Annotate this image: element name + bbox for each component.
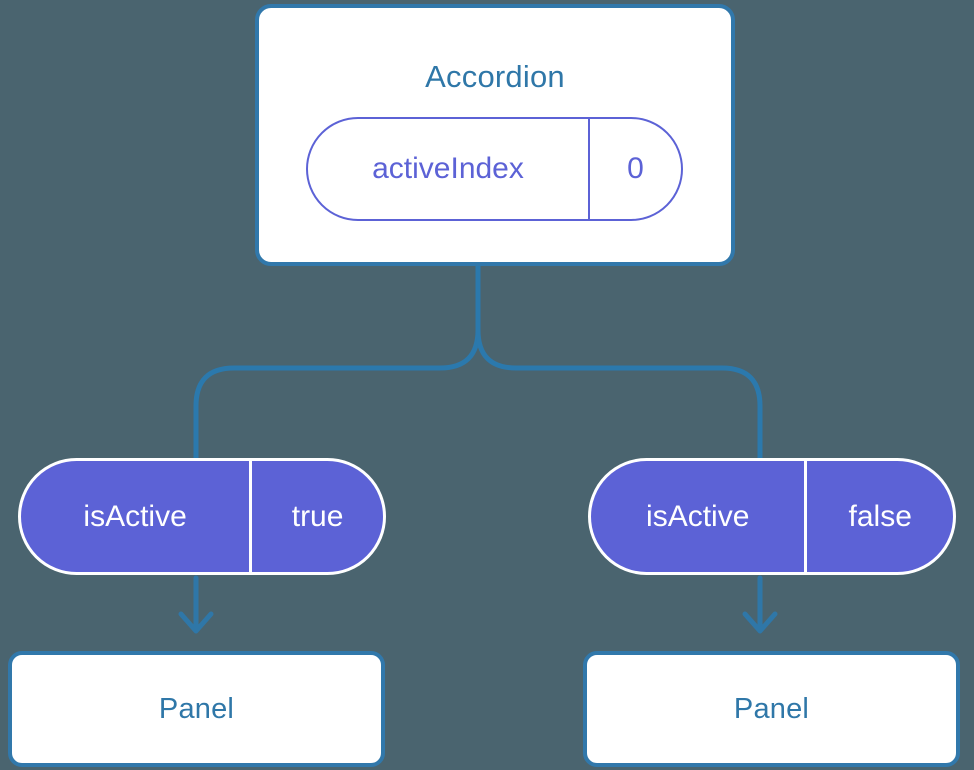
prop-pill-is-active-right[interactable]: isActive false — [588, 458, 956, 575]
prop-pill-is-active-left-key: isActive — [83, 499, 187, 533]
prop-pill-active-index-value: 0 — [587, 119, 681, 219]
panel-component-card-right[interactable]: Panel — [583, 651, 960, 767]
prop-pill-active-index[interactable]: activeIndex 0 — [306, 117, 683, 221]
prop-pill-active-index-key: activeIndex — [372, 152, 524, 185]
arrow-right-pill-to-panel — [742, 575, 778, 634]
arrow-left-pill-to-panel — [178, 575, 214, 634]
accordion-title: Accordion — [425, 59, 565, 94]
prop-pill-is-active-left-value: true — [249, 461, 383, 572]
panel-component-card-left[interactable]: Panel — [8, 651, 385, 767]
prop-pill-is-active-right-value: false — [804, 461, 953, 572]
panel-title-left: Panel — [158, 692, 235, 725]
connector-root-to-left-pill — [193, 266, 481, 458]
connector-root-to-right-pill — [475, 266, 763, 458]
panel-title-right: Panel — [733, 692, 810, 725]
prop-pill-is-active-left[interactable]: isActive true — [18, 458, 386, 575]
prop-pill-is-active-right-key: isActive — [646, 499, 750, 533]
